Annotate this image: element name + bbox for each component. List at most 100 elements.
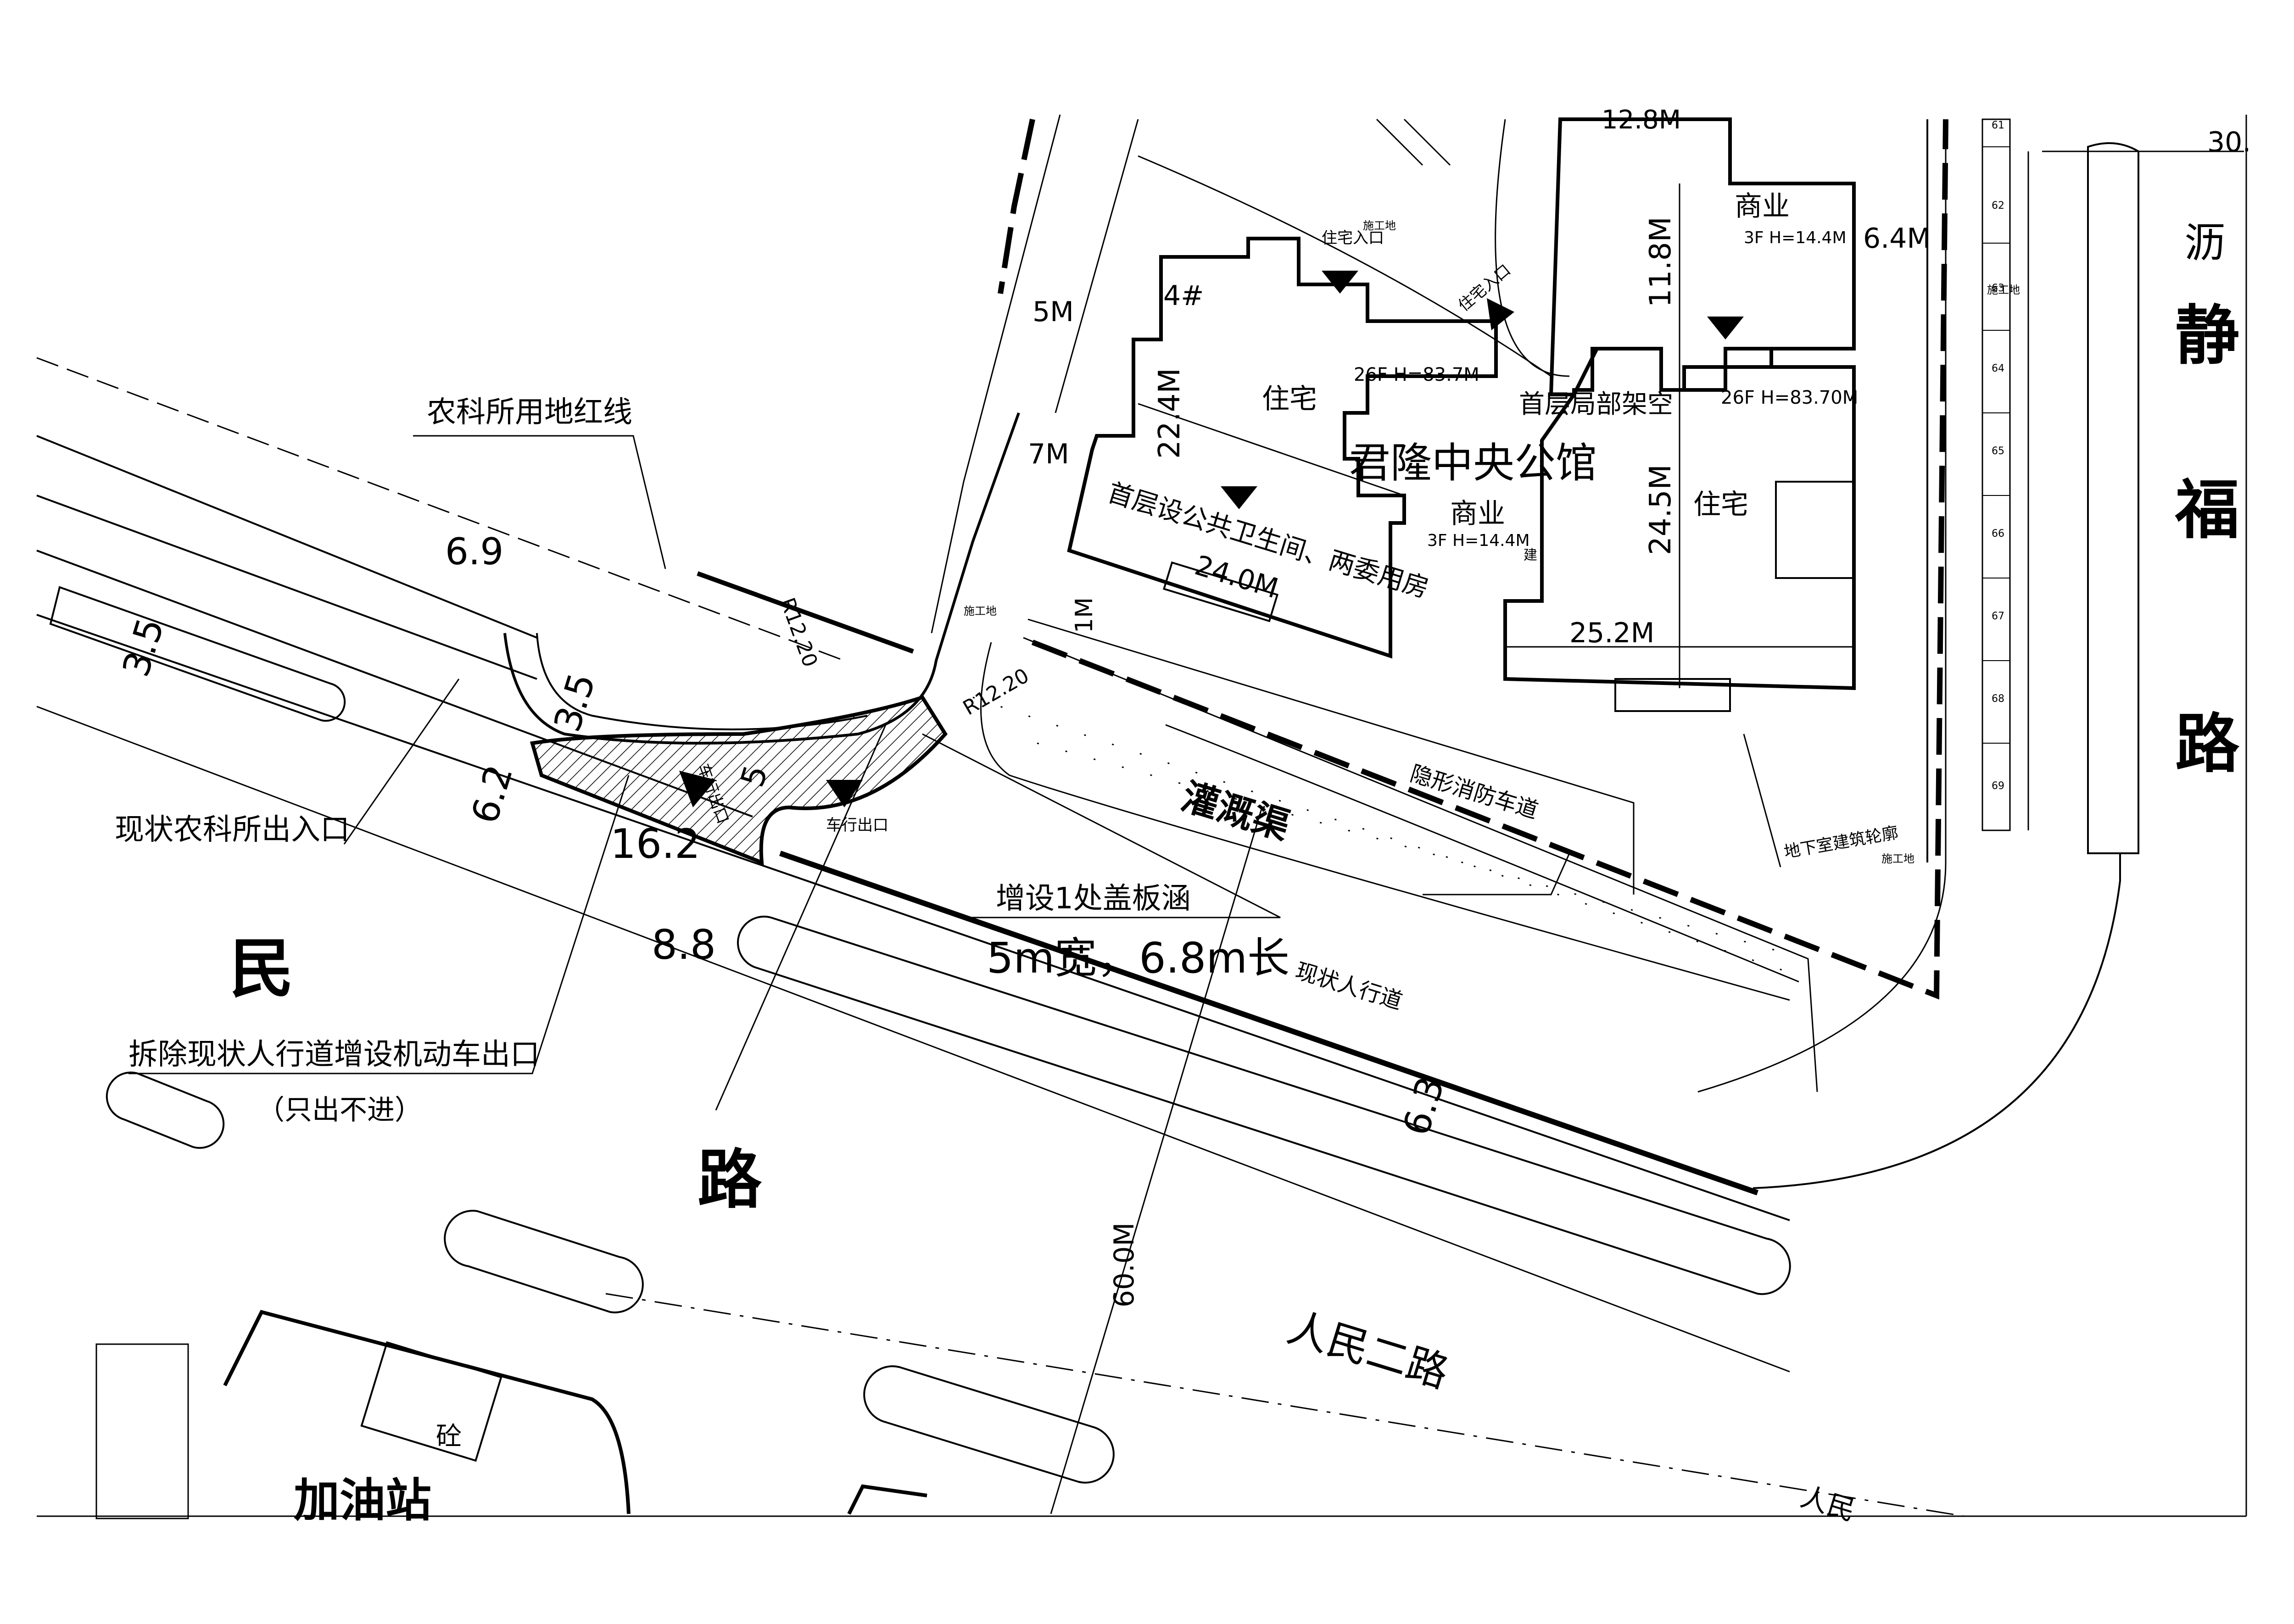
building-outline: [1503, 347, 1856, 690]
building-block-4: [1067, 237, 1498, 659]
parking-number: 65: [1992, 445, 2004, 457]
block-label: 4#: [1163, 280, 1204, 312]
site-curve: [1138, 155, 1552, 377]
dimension-label: 6.3: [1395, 1072, 1452, 1140]
dimension-label: 6.2: [463, 760, 521, 829]
project-name: 君隆中央公馆: [1349, 439, 1597, 487]
parking-number: 63: [1992, 283, 2004, 294]
building-commercial-tower: [1503, 117, 1856, 712]
existing-entrance-curb: [503, 412, 1020, 745]
parking-number: 66: [1992, 528, 2004, 539]
existing-entrance-label: 现状农科所出入口: [115, 813, 350, 847]
site-edge-line: [1376, 118, 1451, 166]
corner-curb-arc: [1753, 853, 2121, 1189]
median-island: [2087, 142, 2139, 854]
leader-line: [128, 775, 630, 1074]
road-center-line: [605, 1293, 1965, 1517]
entrance-arrow-icon: [1322, 271, 1358, 294]
site-edge-line: [1055, 119, 1139, 413]
ground-floor-open-label: 首层局部架空: [1519, 389, 1673, 419]
exit-arrow-icon: [679, 771, 716, 807]
road-edge-line: [1982, 119, 2011, 831]
radius-label: R12.20: [959, 664, 1033, 720]
building-notch: [1775, 481, 1855, 579]
parking-number: 69: [1992, 780, 2004, 792]
construction-label: 施工地: [1881, 852, 1914, 865]
road-name-jingfu: 静: [2175, 299, 2239, 373]
construction-label: 施工地: [1987, 284, 2020, 296]
podium-outline: [1614, 678, 1731, 712]
canopy-outline: [360, 1341, 502, 1462]
existing-entrance-curb: [536, 633, 868, 730]
tower-spec: 26F H=83.7M: [1354, 364, 1479, 385]
leader-line: [1423, 853, 1570, 895]
dimension-label: 8.8: [652, 921, 716, 968]
residential-label: 住宅: [1693, 489, 1748, 521]
radius-label: R12.20: [776, 595, 822, 670]
dimension-label: 16.2: [610, 820, 700, 868]
jingfu-road: [1697, 118, 2244, 1189]
parking-numbers: 61 62 63 64 65 66 67 68 69: [1992, 120, 2004, 792]
entrance-arrow-icon: [1221, 486, 1257, 509]
road-name-renmin: 民: [229, 932, 294, 1007]
road-name-jingfu: 福: [2175, 473, 2239, 548]
fire-lane-edge: [1027, 618, 1635, 895]
parking-number: 62: [1992, 200, 2004, 211]
road-edge-line: [36, 435, 537, 639]
dimension-label: 7M: [1028, 438, 1069, 470]
dimension-label: 3.5: [546, 668, 603, 737]
remove-sidewalk-label: 拆除现状人行道增设机动车出口: [128, 1038, 540, 1072]
lot-outline: [95, 1343, 189, 1519]
corner-curb-arc: [1697, 862, 1947, 1093]
jian-mark: 建: [1524, 547, 1537, 563]
gas-station-outline: [223, 1310, 631, 1514]
road-edge-line: [36, 495, 537, 680]
dimension-label: 25.2M: [1569, 617, 1654, 649]
commercial-spec: 3F H=14.4M: [1427, 531, 1530, 550]
gas-station: [95, 1310, 927, 1519]
leader-line: [715, 724, 887, 1111]
dimension-label: 24.5M: [1644, 464, 1678, 555]
residential-entrance-label: 住宅入口: [1455, 261, 1514, 315]
dimension-label: 6.4M: [1863, 222, 1931, 255]
road-name-jingfu: 路: [2175, 707, 2240, 782]
sidewalk-edge: [1023, 637, 1818, 1092]
parking-number: 67: [1992, 611, 2004, 622]
commercial-label: 商业: [1735, 190, 1790, 222]
canal-dots: [972, 696, 1790, 973]
residential-entrance-label: 住宅入口: [1322, 229, 1384, 247]
add-culvert-label: 增设1处盖板涵: [996, 882, 1191, 916]
leader-line: [1050, 807, 1263, 1514]
parking-strip: [1981, 118, 2011, 831]
median-island: [49, 586, 346, 722]
dimension-label: 22.4M: [1153, 368, 1187, 459]
dimension-label: 5M: [1033, 296, 1074, 328]
site-boundaries: [36, 114, 1948, 1092]
canal-edge: [980, 642, 1790, 1001]
road-name-renmin-partial: 人民: [1797, 1480, 1859, 1527]
dimension-label: 30.: [2207, 126, 2251, 158]
leader-line: [1743, 734, 1781, 868]
median-island: [444, 1210, 644, 1313]
culvert-size-label: 5m宽，6.8m长: [987, 934, 1289, 983]
road-edge-line: [36, 614, 1790, 1221]
construction-label: 施工地: [964, 605, 997, 617]
entrance-arrow-icon: [1707, 317, 1744, 339]
red-line-heavy: [697, 571, 914, 654]
red-line-label: 农科所用地红线: [427, 395, 632, 429]
median-island: [106, 1071, 225, 1149]
road-curb-heavy: [779, 851, 1758, 1196]
exit-arrow-icon: [826, 780, 863, 807]
fire-lane-heavy-dashed: [1031, 119, 1948, 1000]
dimension-label: 3.5: [114, 613, 172, 682]
dimension-label: 12.8M: [1602, 105, 1681, 135]
parking-number: 64: [1992, 363, 2004, 374]
dimension-line: [1138, 403, 1405, 496]
parking-number: 68: [1992, 693, 2004, 705]
renmin-road: [36, 435, 1965, 1517]
leader-line: [922, 733, 1281, 918]
commercial-label: 商业: [1450, 498, 1505, 530]
entrance-arrow-icon: [1487, 298, 1514, 330]
